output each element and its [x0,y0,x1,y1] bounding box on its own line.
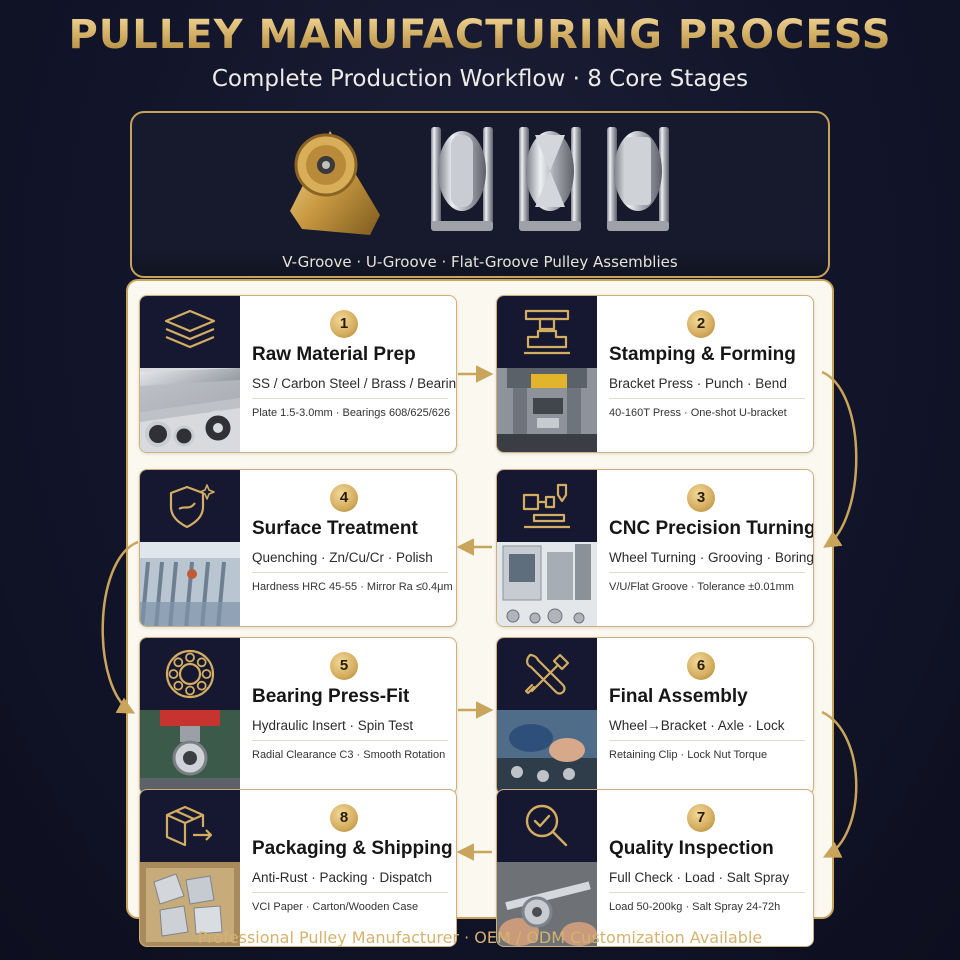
card-divider [252,398,448,399]
press-die-icon [497,296,597,368]
card-divider [609,740,805,741]
step-card-5: 5 Bearing Press-Fit Hydraulic Insert · S… [139,637,457,795]
step-card-7: 7 Quality Inspection Full Check · Load ·… [496,789,814,947]
packed-pulleys-photo [140,862,240,946]
card-divider [252,740,448,741]
card-divider [252,892,448,893]
arrow-6-to-7 [821,710,858,858]
step-title: Raw Material Prep [252,344,416,365]
step-title: Packaging & Shipping [252,838,453,859]
step-number-badge: 6 [687,652,715,680]
silver-pulley-v-groove-image [519,127,581,231]
step-title: Surface Treatment [252,518,418,539]
step-spec: Plate 1.5-3.0mm · Bearings 608/625/626 [252,407,451,419]
hero-caption: V-Groove · U-Groove · Flat-Groove Pulley… [132,248,828,276]
step-description: SS / Carbon Steel / Brass / Bearings [252,376,457,391]
step-card-6: 6 Final Assembly Wheel→Bracket · Axle · … [496,637,814,795]
page-title: PULLEY MANUFACTURING PROCESS [0,12,960,58]
steel-plates-and-bearings-photo [140,368,240,452]
gold-pulley-image [290,131,380,235]
shipping-box-icon [140,790,240,862]
step-spec: Load 50-200kg · Salt Spray 24-72h [609,901,781,913]
step-card-2: 2 Stamping & Forming Bracket Press · Pun… [496,295,814,453]
card-divider [609,398,805,399]
shield-sparkle-icon [140,470,240,542]
step-spec: V/U/Flat Groove · Tolerance ±0.01mm [609,581,794,593]
cnc-machine-icon [497,470,597,542]
caliper-inspection-photo [497,862,597,946]
step-title: Quality Inspection [609,838,774,859]
arrow-2-to-3 [821,370,858,548]
step-spec: VCI Paper · Carton/Wooden Case [252,901,419,913]
step-card-3: 3 CNC Precision Turning Wheel Turning · … [496,469,814,627]
hero-banner: V-Groove · U-Groove · Flat-Groove Pulley… [130,111,830,278]
step-description: Anti-Rust · Packing · Dispatch [252,870,433,885]
footer-tagline: Professional Pulley Manufacturer · OEM /… [197,928,763,947]
step-title: Final Assembly [609,686,748,707]
step-title: Stamping & Forming [609,344,796,365]
hydraulic-press-photo [140,710,240,794]
step-number-badge: 2 [687,310,715,338]
assembly-line-photo [497,710,597,794]
step-description: Wheel Turning · Grooving · Boring [609,550,814,565]
step-card-1: 1 Raw Material Prep SS / Carbon Steel / … [139,295,457,453]
step-description: Quenching · Zn/Cu/Cr · Polish [252,550,433,565]
step-description: Bracket Press · Punch · Bend [609,376,787,391]
card-divider [252,572,448,573]
step-number-badge: 5 [330,652,358,680]
stamping-press-photo [497,368,597,452]
step-number-badge: 1 [330,310,358,338]
bearing-icon [140,638,240,710]
arrow-4-to-5 [101,540,139,714]
step-spec: Radial Clearance C3 · Smooth Rotation [252,749,446,761]
step-spec: 40-160T Press · One-shot U-bracket [609,407,787,419]
plating-line-photo [140,542,240,626]
metal-sheets-icon [140,296,240,368]
magnifier-check-icon [497,790,597,862]
step-card-8: 8 Packaging & Shipping Anti-Rust · Packi… [139,789,457,947]
page-subtitle: Complete Production Workflow · 8 Core St… [211,66,749,92]
step-title: Bearing Press-Fit [252,686,410,707]
step-description: Full Check · Load · Salt Spray [609,870,790,885]
step-number-badge: 3 [687,484,715,512]
wrench-screwdriver-icon [497,638,597,710]
step-title: CNC Precision Turning [609,518,814,539]
step-number-badge: 4 [330,484,358,512]
step-spec: Retaining Clip · Lock Nut Torque [609,749,768,761]
card-divider [609,892,805,893]
step-spec: Hardness HRC 45-55 · Mirror Ra ≤0.4μm [252,581,453,593]
step-description: Hydraulic Insert · Spin Test [252,718,414,733]
step-card-4: 4 Surface Treatment Quenching · Zn/Cu/Cr… [139,469,457,627]
step-number-badge: 7 [687,804,715,832]
silver-pulley-u-groove-image [431,127,493,231]
card-divider [609,572,805,573]
cnc-lathe-photo [497,542,597,626]
silver-pulley-flat-groove-image [607,127,669,231]
step-number-badge: 8 [330,804,358,832]
step-description: Wheel→Bracket · Axle · Lock [609,718,785,733]
